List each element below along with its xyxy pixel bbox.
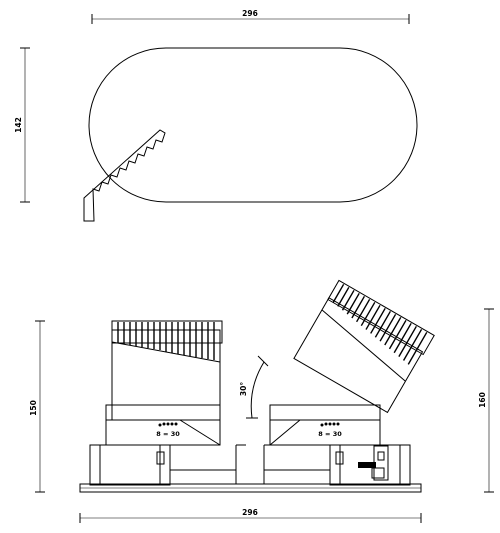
left-lens-ribs [117,322,215,360]
tilt-angle-label: 30° [239,382,248,396]
mounting-clip [358,440,389,481]
serrated-cut-symbol [83,129,166,222]
left-indicator-dots [158,422,178,427]
right-height-dimension: 160 [478,308,494,493]
top-height-dimension: 142 [14,47,30,203]
right-module-marking: 8 = 30 [318,430,342,438]
base-plate [79,483,422,493]
bottom-width-dimension: 296 [79,508,422,523]
top-view: 296 142 [14,9,418,222]
right-module: 8 = 30 [269,279,435,481]
tilt-angle-indicator: 30° [239,355,269,419]
left-module-marking: 8 = 30 [156,430,180,438]
top-width-label: 296 [242,9,258,18]
right-indicator-dots [320,422,340,427]
top-height-label: 142 [14,117,23,133]
left-module: 8 = 30 [105,320,223,446]
right-height-label: 160 [478,392,487,408]
bottom-width-label: 296 [242,508,258,517]
left-height-label: 150 [29,400,38,416]
side-view: 150 160 296 [29,279,494,523]
housing-outline-top [88,47,418,203]
right-lens-ribs [332,283,428,365]
left-height-dimension: 150 [29,320,45,493]
top-width-dimension: 296 [91,9,410,24]
left-frame [89,444,246,486]
